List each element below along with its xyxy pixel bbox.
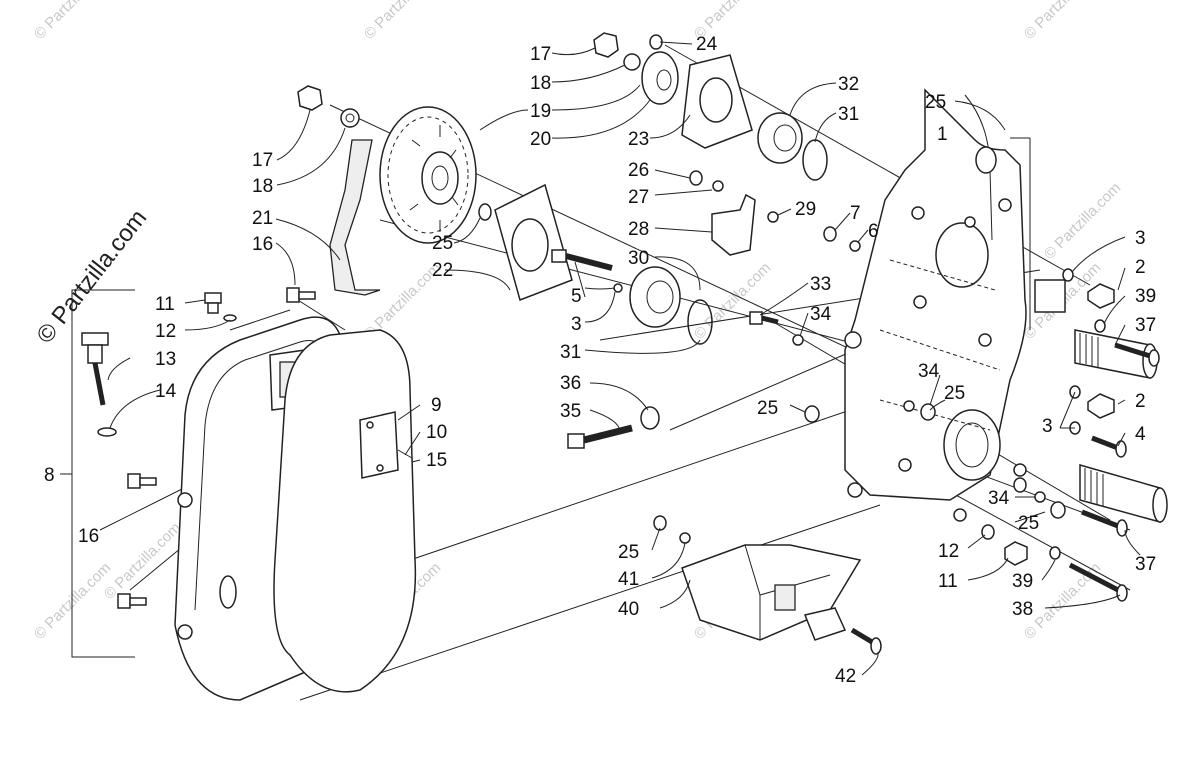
drive-chain: [329, 139, 381, 296]
label-42: 42: [835, 666, 856, 687]
bolts-16: [117, 287, 316, 609]
watermark: © Partzilla.com: [1041, 179, 1124, 262]
bearing-lower: [629, 266, 713, 345]
label-25b: 25: [925, 92, 946, 113]
label-3b: 3: [571, 314, 582, 335]
label-17: 17: [252, 150, 273, 171]
label-10: 10: [426, 422, 447, 443]
watermark: © Partzilla.com: [361, 0, 444, 43]
large-sprocket: [379, 106, 477, 244]
label-37: 37: [1135, 315, 1156, 336]
label-23: 23: [628, 129, 649, 150]
label-39: 39: [1135, 286, 1156, 307]
shaft-splines: [1074, 329, 1168, 523]
label-16: 16: [252, 234, 273, 255]
label-7: 7: [850, 203, 861, 224]
label-12: 12: [155, 321, 176, 342]
label-22: 22: [432, 260, 453, 281]
label-6: 6: [868, 221, 879, 242]
label-13: 13: [155, 349, 176, 370]
middle-fasteners: [567, 311, 1066, 566]
label-24: 24: [696, 34, 718, 55]
label-12b: 12: [938, 541, 959, 562]
label-18: 18: [252, 176, 273, 197]
bearing-plate-lower: [478, 183, 573, 301]
leader-lines: [107, 41, 1141, 676]
label-17b: 17: [530, 44, 551, 65]
label-31b: 31: [560, 342, 581, 363]
label-41: 41: [618, 569, 639, 590]
label-2b: 2: [1135, 391, 1146, 412]
label-34b: 34: [918, 361, 940, 382]
watermark: © Partzilla.com: [31, 559, 114, 642]
label-31: 31: [838, 104, 859, 125]
watermark-main: © Partzilla.com: [31, 205, 152, 349]
label-9: 9: [431, 395, 442, 416]
label-20: 20: [530, 129, 551, 150]
label-26: 26: [628, 160, 649, 181]
label-38: 38: [1012, 599, 1033, 620]
label-33: 33: [810, 274, 831, 295]
label-2: 2: [1135, 257, 1146, 278]
label-25d: 25: [757, 398, 778, 419]
watermark: © Partzilla.com: [1021, 0, 1104, 43]
nut-washer-6-7: [823, 226, 861, 252]
label-1: 1: [937, 124, 948, 145]
dipstick: [81, 332, 117, 437]
label-8: 8: [44, 465, 55, 486]
watermark: © Partzilla.com: [31, 0, 114, 43]
label-11b: 11: [938, 571, 958, 592]
label-25: 25: [432, 233, 453, 254]
label-39b: 39: [1012, 571, 1033, 592]
bracket-8: [60, 289, 135, 658]
watermark: © Partzilla.com: [101, 519, 184, 602]
small-sprocket: [593, 32, 679, 105]
label-34c: 34: [988, 488, 1010, 509]
label-14: 14: [155, 381, 177, 402]
label-25f: 25: [618, 542, 639, 563]
chaincase-housing: [844, 88, 1066, 522]
chain-tensioner-bracket: [689, 170, 779, 256]
label-32: 32: [838, 74, 859, 95]
label-35: 35: [560, 401, 581, 422]
bearing-upper: [757, 112, 828, 181]
right-fasteners: [1049, 268, 1160, 602]
label-34: 34: [810, 304, 832, 325]
label-5: 5: [571, 286, 582, 307]
drain-plug-left: [204, 292, 237, 322]
label-28: 28: [628, 219, 649, 240]
label-37b: 37: [1135, 554, 1156, 575]
label-3: 3: [1135, 228, 1146, 249]
label-25e: 25: [1018, 513, 1039, 534]
lower-mount: [653, 515, 882, 655]
label-30: 30: [628, 248, 649, 269]
label-4: 4: [1135, 424, 1146, 445]
cover-gasket: [273, 329, 417, 693]
watermark: © Partzilla.com: [1021, 559, 1104, 642]
label-3c: 3: [1042, 416, 1053, 437]
label-40: 40: [618, 599, 639, 620]
label-16b: 16: [78, 526, 99, 547]
label-11: 11: [155, 294, 175, 315]
nut-washer-left: [297, 85, 360, 128]
label-21: 21: [252, 208, 273, 229]
label-29: 29: [795, 199, 816, 220]
bolt-5: [551, 249, 623, 293]
label-18b: 18: [530, 73, 551, 94]
label-27: 27: [628, 187, 649, 208]
label-19: 19: [530, 101, 551, 122]
label-36: 36: [560, 373, 581, 394]
label-25c: 25: [944, 383, 965, 404]
part-labels: 1 2 2 3 3 3 4 5 6 7 8 9 10 11 11 12 12 1…: [44, 34, 1156, 687]
inspection-plate: [359, 411, 413, 479]
bearing-plate-upper: [681, 54, 753, 149]
label-15: 15: [426, 450, 447, 471]
